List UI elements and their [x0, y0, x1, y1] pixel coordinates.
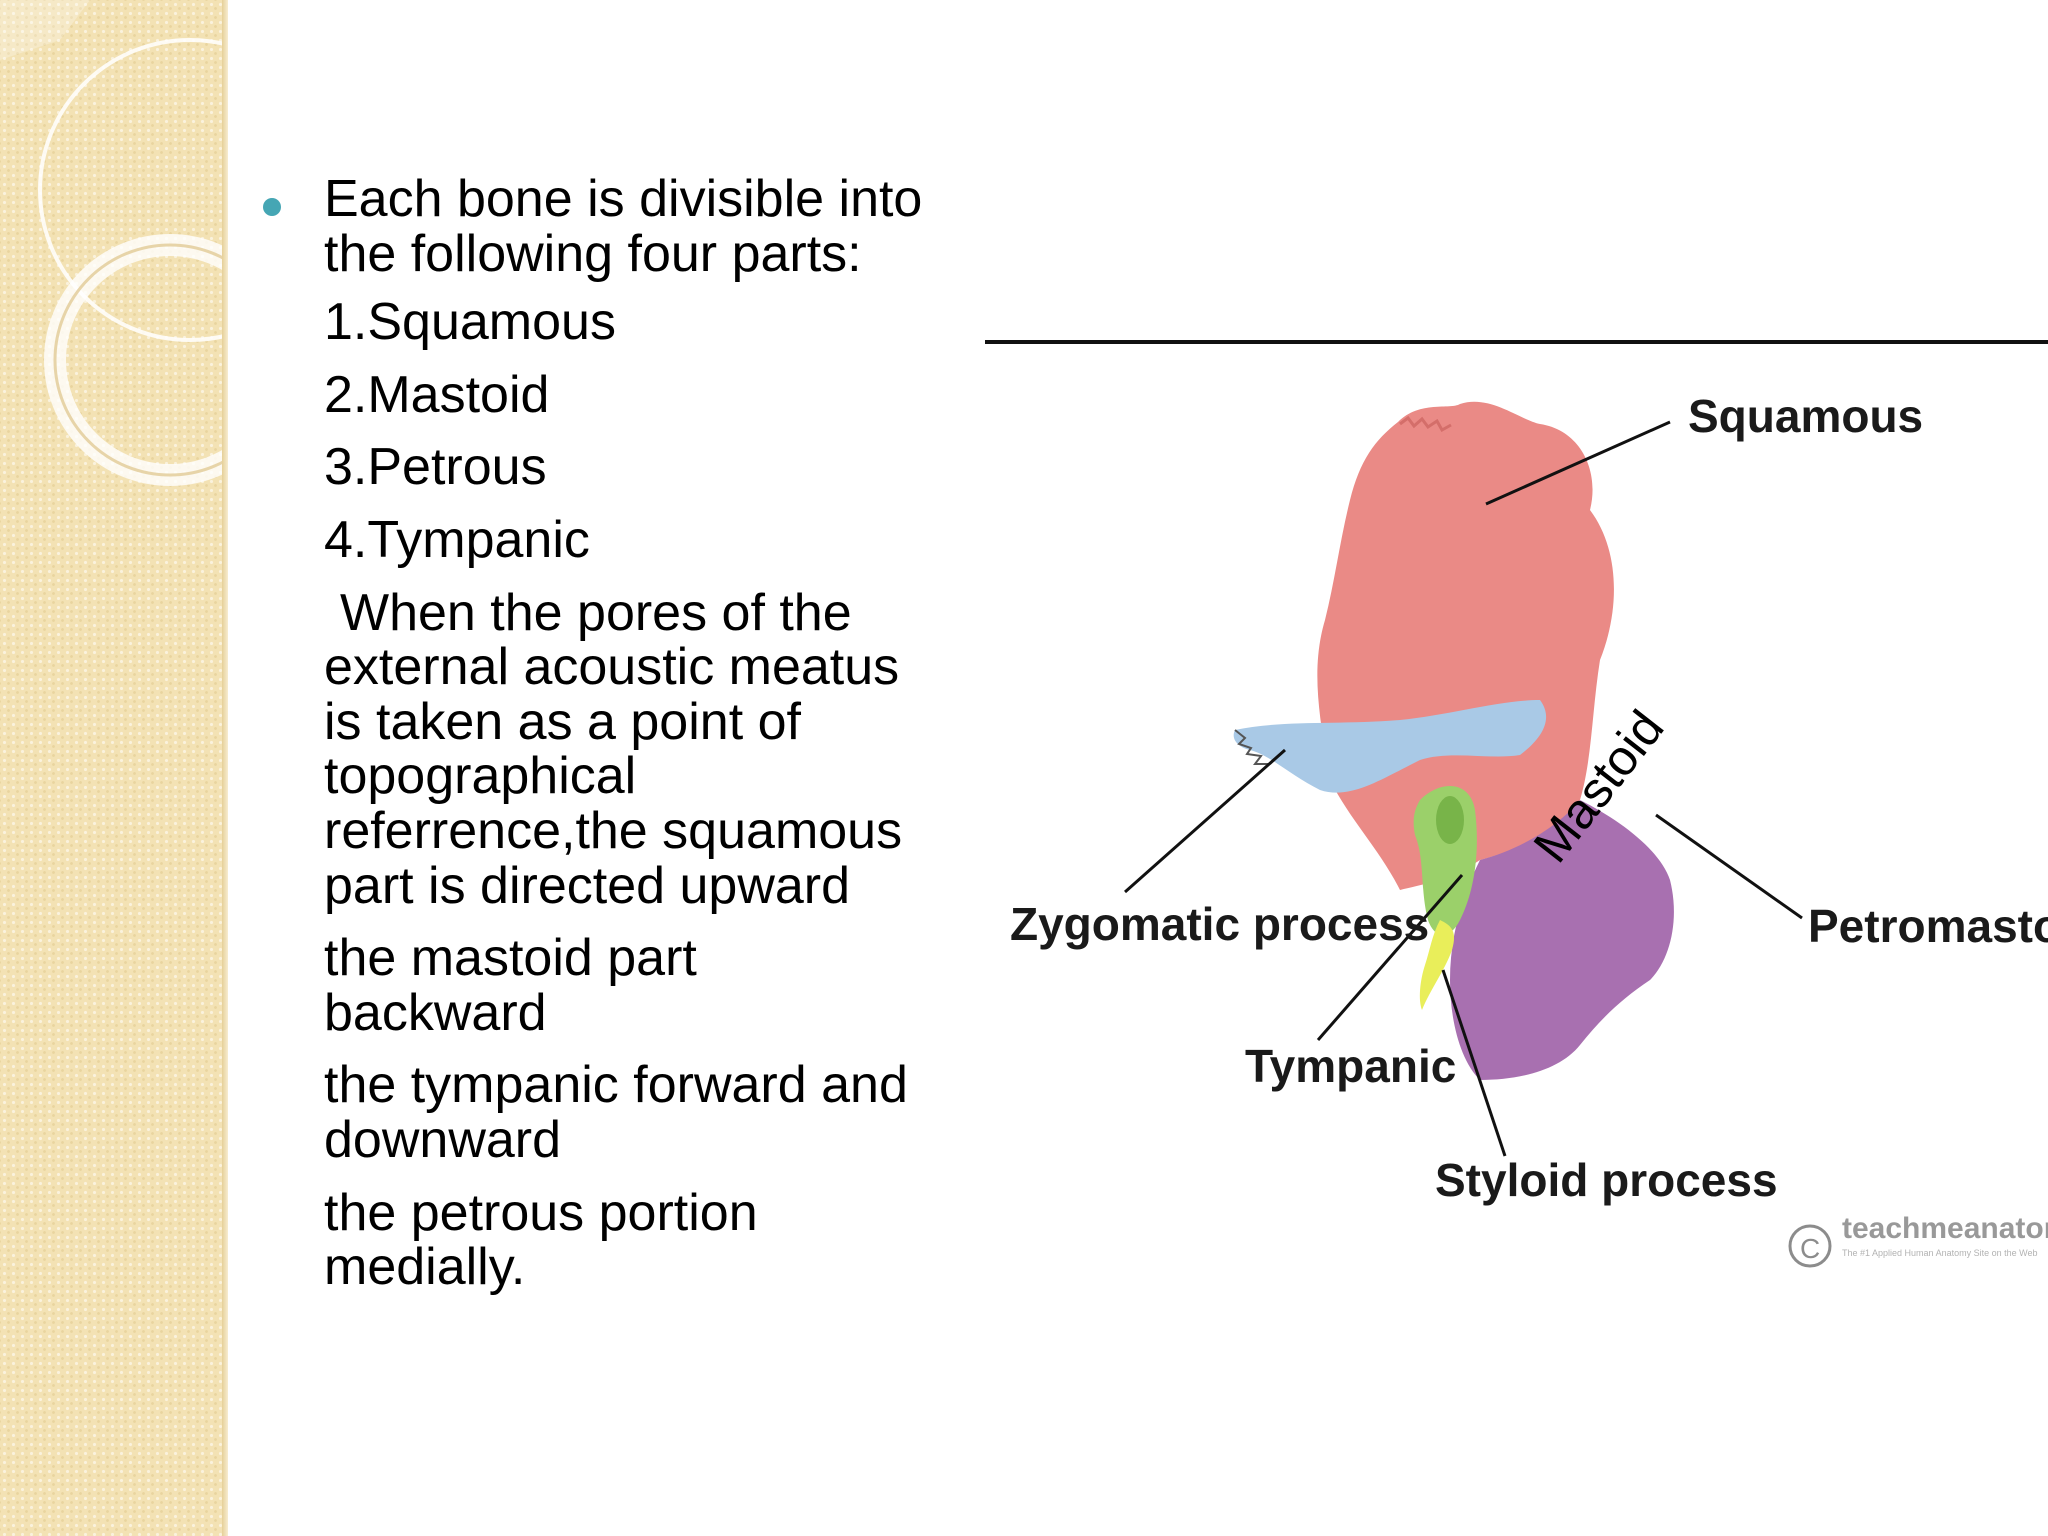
watermark-tagline: The #1 Applied Human Anatomy Site on the… [1842, 1248, 2037, 1258]
direction-tympanic: the tympanic forward and downward [324, 1056, 908, 1169]
sidebar-edge [222, 0, 228, 1536]
label-squamous: Squamous [1688, 390, 1923, 442]
label-petromastoid: Petromastoid [1808, 900, 2048, 952]
part-petrous: 3.Petrous [324, 438, 547, 497]
label-styloid: Styloid process [1435, 1154, 1778, 1206]
divider-line [985, 340, 2048, 344]
leader-lines [1124, 420, 1803, 1157]
part-mastoid: 2.Mastoid [324, 365, 550, 424]
decorative-sidebar [0, 0, 228, 1536]
temporal-bone-diagram: Squamous Zygomatic process Petromastoid … [1010, 390, 2048, 1268]
squamous-edge [1399, 415, 1452, 433]
label-zygomatic: Zygomatic process [1010, 898, 1429, 950]
direction-mastoid: the mastoid part backward [324, 929, 697, 1042]
bullet-dot [263, 198, 281, 216]
watermark-brand: teachmeanatomy [1842, 1212, 2048, 1245]
direction-petrous: the petrous portion medially. [324, 1183, 758, 1297]
styloid-region [1419, 920, 1455, 1010]
petromastoid-region [1450, 800, 1674, 1080]
copyright-icon [1788, 1224, 1832, 1268]
part-tympanic: 4.Tympanic [324, 510, 590, 569]
zygomatic-edge [1234, 729, 1269, 765]
zygomatic-region [1233, 700, 1547, 793]
description-text: When the pores of the external acoustic … [324, 583, 903, 915]
watermark: C teachmeanatomy The #1 Applied Human An… [1788, 1212, 2048, 1268]
intro-text: Each bone is divisible into the followin… [324, 170, 923, 283]
slide-text: Each bone is divisible into the followin… [324, 172, 924, 1313]
decorative-rings [0, 0, 228, 486]
part-squamous: 1.Squamous [324, 293, 616, 352]
meatus-opening [1436, 796, 1464, 844]
copyright-symbol: C [1800, 1233, 1820, 1264]
label-tympanic: Tympanic [1245, 1040, 1456, 1092]
